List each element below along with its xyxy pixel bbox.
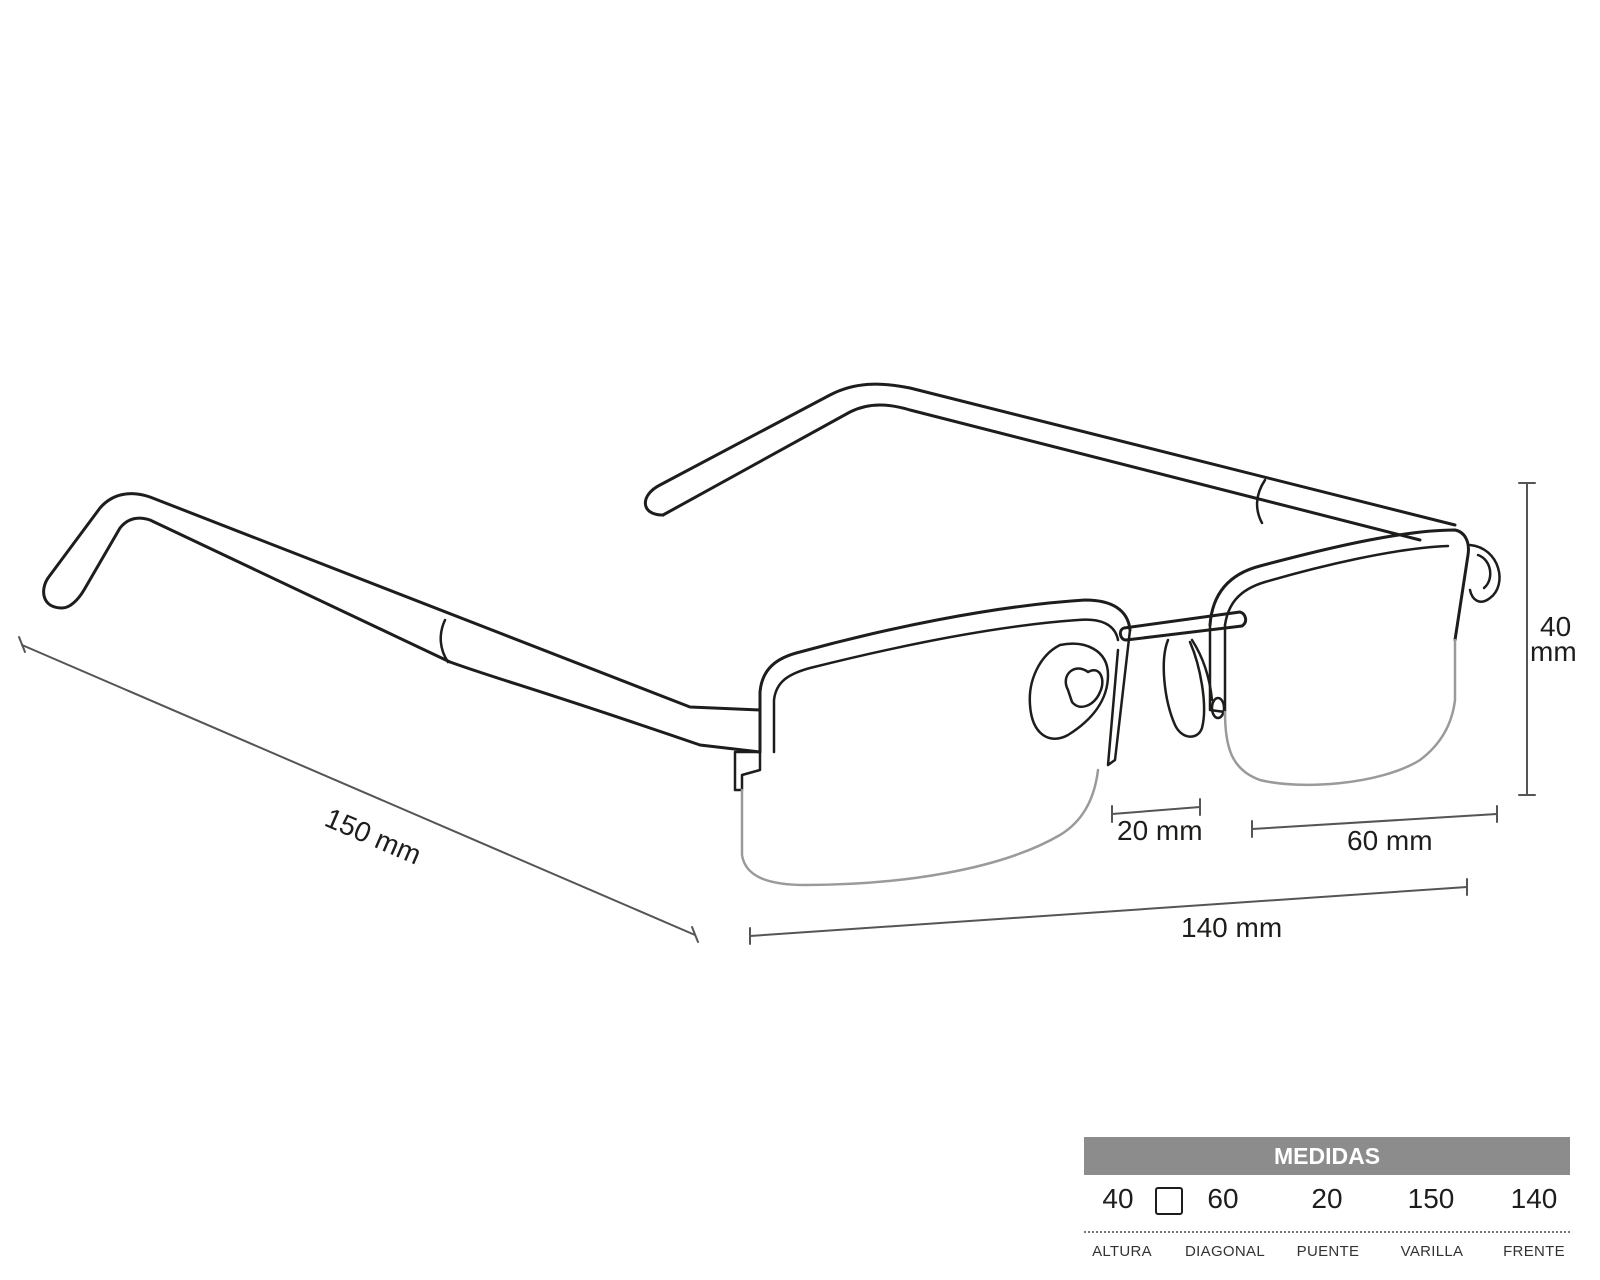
bridge	[1118, 610, 1248, 642]
varilla-value: 150	[1407, 1183, 1455, 1214]
lens-height-value: 40	[1540, 611, 1571, 642]
altura-value: 40	[1102, 1183, 1134, 1214]
lens-height-unit: mm	[1530, 636, 1577, 667]
diagonal-label: DIAGONAL	[1185, 1243, 1265, 1260]
lens-width-dimension: 60 mm	[1251, 805, 1498, 856]
right-temple	[643, 382, 1501, 603]
frente-value: 140	[1510, 1183, 1558, 1214]
left-nose-pad	[1028, 642, 1110, 740]
square-lens-shape-icon	[1155, 1187, 1183, 1215]
frame-width-dimension: 140 mm	[749, 878, 1468, 945]
measurements-table: MEDIDAS 40 60 20 150 140 ALTURA DIAGONAL…	[1084, 1137, 1570, 1267]
lens-width-label: 60 mm	[1347, 825, 1433, 856]
left-temple	[42, 492, 762, 754]
lens-height-dimension: 40 mm	[1518, 482, 1577, 796]
measurements-labels-row: ALTURA DIAGONAL PUENTE VARILLA FRENTE	[1084, 1233, 1570, 1263]
varilla-label: VARILLA	[1400, 1243, 1464, 1260]
bridge-width-dimension: 20 mm	[1111, 798, 1203, 846]
bridge-width-label: 20 mm	[1117, 815, 1203, 846]
measurements-values-row: 40 60 20 150 140	[1084, 1175, 1570, 1227]
temple-length-dimension: 150 mm	[18, 636, 699, 943]
altura-label: ALTURA	[1092, 1243, 1152, 1260]
frente-label: FRENTE	[1503, 1243, 1565, 1260]
measurements-divider	[1084, 1231, 1570, 1233]
puente-value: 20	[1311, 1183, 1343, 1214]
right-nose-pad	[1162, 638, 1226, 738]
measurements-title: MEDIDAS	[1084, 1137, 1570, 1175]
puente-label: PUENTE	[1296, 1243, 1360, 1260]
left-lens-frame	[733, 598, 1132, 887]
right-lens-frame	[1208, 528, 1470, 787]
diagonal-value: 60	[1207, 1183, 1239, 1214]
frame-width-label: 140 mm	[1181, 912, 1282, 943]
